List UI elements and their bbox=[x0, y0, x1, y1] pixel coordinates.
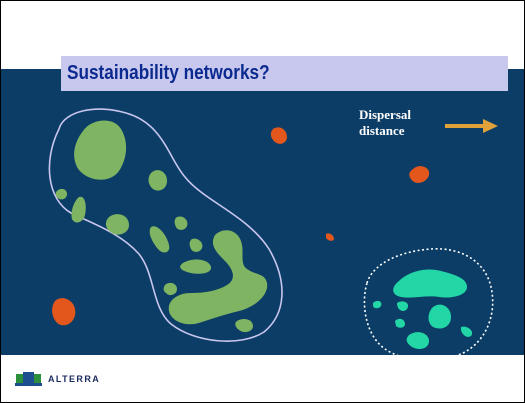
footer bbox=[1, 355, 524, 402]
green-patch bbox=[174, 216, 188, 230]
green-patch bbox=[163, 282, 177, 296]
orange-patch bbox=[270, 127, 287, 144]
orange-patch bbox=[326, 233, 334, 241]
cyan-patch bbox=[395, 318, 405, 328]
green-patch bbox=[180, 259, 212, 274]
green-patch bbox=[105, 214, 129, 235]
green-habitat-patches bbox=[55, 120, 268, 333]
orange-patch bbox=[409, 166, 430, 183]
cyan-patch bbox=[460, 326, 473, 337]
orange-patch bbox=[52, 298, 76, 326]
green-patch bbox=[74, 120, 127, 180]
cyan-patch bbox=[393, 269, 467, 298]
slide-title: Sustainability networks? bbox=[67, 62, 270, 84]
dispersal-label-line2: distance bbox=[359, 123, 405, 138]
green-patch bbox=[149, 226, 170, 253]
title-box: Sustainability networks? bbox=[61, 56, 508, 91]
green-patch bbox=[148, 170, 167, 191]
orange-habitat-patches bbox=[52, 127, 430, 326]
green-patch bbox=[189, 238, 203, 252]
right-arrow-icon bbox=[445, 119, 498, 133]
right-network-outline bbox=[363, 248, 494, 361]
cyan-patch bbox=[373, 300, 382, 309]
green-patch bbox=[235, 318, 253, 333]
dispersal-label-line1: Dispersal bbox=[359, 107, 411, 122]
cyan-habitat-patches bbox=[373, 269, 473, 349]
cyan-patch bbox=[428, 304, 451, 329]
brand-name: ALTERRA bbox=[48, 374, 101, 384]
green-patch bbox=[71, 196, 86, 223]
alterra-logo-icon bbox=[15, 372, 42, 386]
left-network-outline bbox=[48, 108, 283, 342]
green-patch bbox=[168, 230, 268, 325]
dispersal-distance-label: Dispersal distance bbox=[359, 107, 411, 139]
green-patch bbox=[55, 188, 67, 200]
cyan-patch bbox=[406, 332, 429, 349]
cyan-patch bbox=[397, 301, 409, 311]
